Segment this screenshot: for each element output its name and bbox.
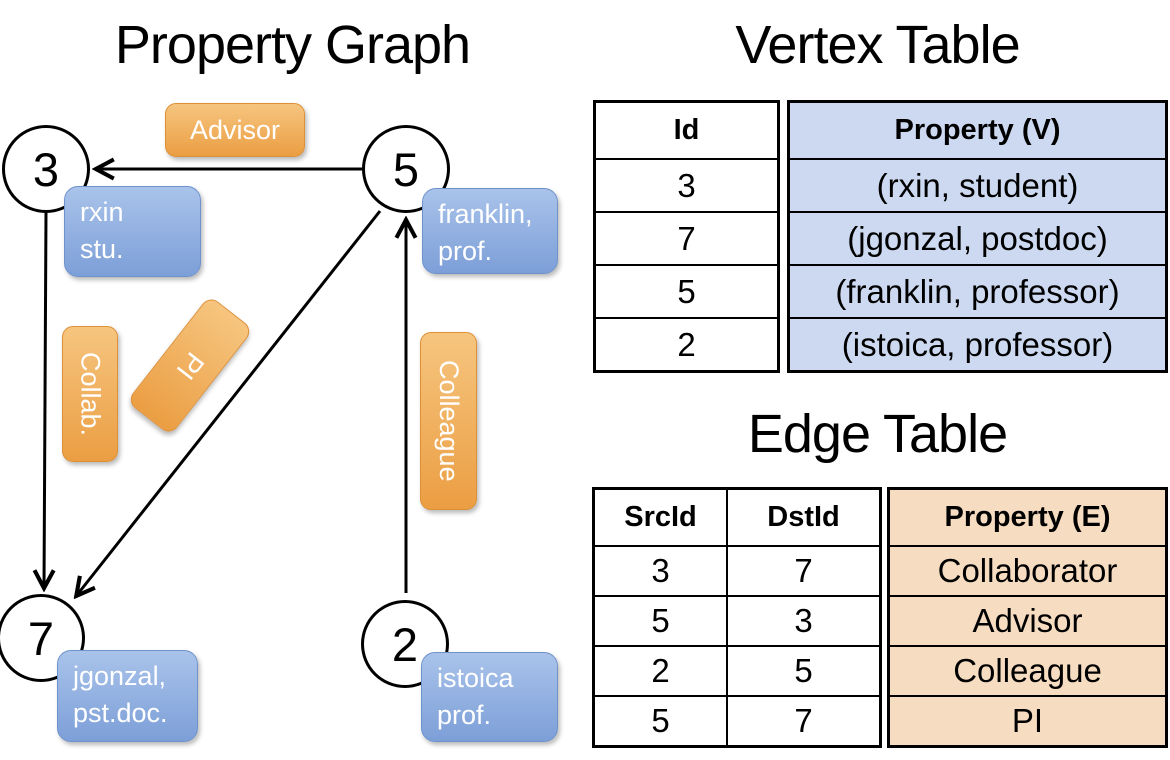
edge-property-cell: Collaborator [890, 547, 1165, 595]
table-row: 5 7 [595, 695, 879, 745]
edge-property-cell: Advisor [890, 597, 1165, 645]
table-row: (rxin, student) [790, 158, 1165, 211]
table-row: 5 3 [595, 595, 879, 645]
vertex-table-title: Vertex Table [735, 15, 1020, 75]
vertex-property-box-rxin: rxin stu. [64, 186, 201, 277]
vertex-property-cell: (jgonzal, postdoc) [790, 213, 1165, 264]
table-row: (jgonzal, postdoc) [790, 211, 1165, 264]
vertex-id-cell: 7 [677, 219, 696, 257]
vertex-property-line: rxin [80, 197, 124, 227]
edge-dst-cell: 5 [726, 647, 879, 695]
vertex-table-id-column: Id 3 7 5 2 [593, 100, 780, 373]
table-row: (franklin, professor) [790, 264, 1165, 317]
edge-dst-cell: 3 [726, 597, 879, 645]
edge-src-cell: 5 [651, 602, 670, 639]
edge-table-header-dstid: DstId [726, 490, 879, 545]
vertex-property-cell: (istoica, professor) [790, 319, 1165, 370]
vertex-table-property-column: Property (V) (rxin, student) (jgonzal, p… [787, 100, 1168, 373]
table-row: 5 [596, 264, 777, 317]
table-row: Collaborator [890, 545, 1165, 595]
edge-label-collab: Collab. [62, 326, 118, 462]
vertex-property-box-jgonzal: jgonzal, pst.doc. [57, 650, 198, 742]
vertex-table-header-id: Id [673, 114, 700, 146]
table-row: 3 [596, 158, 777, 211]
table-row: 2 [596, 317, 777, 370]
vertex-id-cell: 5 [677, 272, 696, 310]
vertex-property-line: jgonzal, [73, 661, 167, 691]
vertex-property-cell: (franklin, professor) [790, 266, 1165, 317]
table-row: 2 5 [595, 645, 879, 695]
vertex-property-line: prof. [437, 700, 492, 731]
edge-label-colleague: Colleague [420, 332, 477, 510]
edge-label-advisor: Advisor [165, 103, 305, 157]
edge-table-property-column: Property (E) Collaborator Advisor Collea… [887, 487, 1168, 748]
vertex-property-cell: (rxin, student) [790, 160, 1165, 211]
vertex-table-header-property: Property (V) [790, 103, 1165, 158]
node-id-label: 5 [392, 142, 420, 196]
vertex-property-line: prof. [438, 236, 493, 267]
table-row: 7 [596, 211, 777, 264]
edge-property-cell: PI [890, 697, 1165, 745]
edge-dst-cell: 7 [726, 547, 879, 595]
node-id-label: 7 [27, 611, 55, 665]
edge-dst-cell: 7 [726, 697, 879, 745]
vertex-property-line: pst.doc. [73, 698, 168, 729]
table-row: 3 7 [595, 545, 879, 595]
edge-table-title: Edge Table [747, 404, 1008, 464]
table-row: PI [890, 695, 1165, 745]
edge-property-cell: Colleague [890, 647, 1165, 695]
table-row: Advisor [890, 595, 1165, 645]
table-header-row: Property (E) [890, 490, 1165, 545]
graph-edges-canvas [0, 0, 585, 760]
table-header-row: Id [596, 103, 777, 158]
edge-label-text: Advisor [189, 114, 281, 145]
table-header-row: SrcId DstId [595, 490, 879, 545]
table-row: Colleague [890, 645, 1165, 695]
edge-src-cell: 3 [651, 552, 670, 589]
edge-table-header-srcid: SrcId [624, 501, 697, 533]
vertex-property-line: stu. [80, 234, 124, 265]
node-id-label: 2 [391, 617, 419, 671]
edge-arrow-collab-3-to-7 [44, 211, 46, 587]
edge-label-text: Colleague [434, 360, 464, 482]
edge-table-header-property: Property (E) [890, 490, 1165, 545]
vertex-property-box-franklin: franklin, prof. [422, 188, 558, 274]
edge-label-text: PI [170, 346, 211, 386]
vertex-property-line: istoica [437, 663, 514, 693]
edge-arrow-pi-5-to-7 [77, 210, 382, 595]
edge-src-cell: 2 [651, 652, 670, 689]
property-graph-panel: Property Graph 3 5 7 2 rxin stu. frankli… [0, 0, 585, 760]
graph-node-5: 5 [362, 125, 450, 213]
node-id-label: 3 [32, 142, 60, 196]
tables-panel: Vertex Table Id 3 7 5 2 Property (V) (rx… [585, 0, 1170, 760]
edge-label-text: Collab. [75, 351, 106, 437]
vertex-property-box-istoica: istoica prof. [421, 652, 558, 742]
table-row: (istoica, professor) [790, 317, 1165, 370]
table-header-row: Property (V) [790, 103, 1165, 158]
vertex-id-cell: 3 [677, 166, 696, 204]
vertex-id-cell: 2 [677, 325, 696, 363]
graph-title: Property Graph [114, 15, 471, 75]
edge-table-ids-columns: SrcId DstId 3 7 5 3 2 5 5 7 [592, 487, 882, 748]
edge-src-cell: 5 [651, 702, 670, 739]
vertex-property-line: franklin, [438, 199, 533, 229]
